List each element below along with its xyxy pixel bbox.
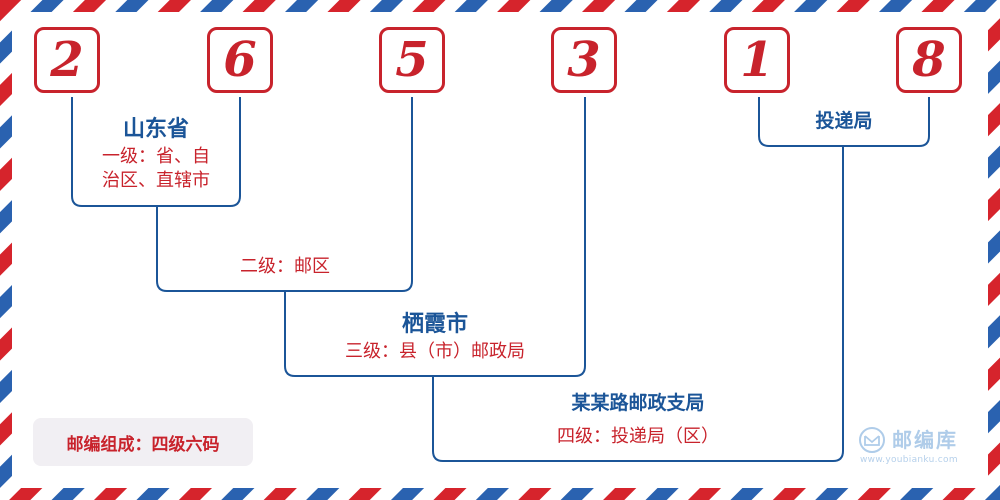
- postal-digit-3: 5: [379, 27, 445, 93]
- postal-digit-5: 1: [724, 27, 790, 93]
- level-3-desc: 三级：县（市）邮政局: [345, 341, 525, 362]
- level-4-desc: 四级：投递局（区）: [557, 426, 719, 447]
- postal-digit-2: 6: [207, 27, 273, 93]
- watermark-url: www.youbianku.com: [860, 455, 958, 465]
- delivery-office-name: 投递局: [815, 110, 873, 132]
- postal-digit-1: 2: [34, 27, 100, 93]
- county-name: 栖霞市: [401, 311, 468, 337]
- summary-badge: 邮编组成：四级六码: [33, 418, 253, 466]
- branch-office-name: 某某路邮政支局: [571, 392, 705, 414]
- level-1-desc-line-1: 一级：省、自: [102, 146, 210, 167]
- province-name: 山东省: [122, 116, 189, 142]
- envelope-icon: [859, 427, 885, 453]
- level-1-desc-line-2: 治区、直辖市: [102, 170, 210, 191]
- level-2-desc: 二级：邮区: [240, 256, 330, 277]
- watermark-name: 邮编库: [892, 428, 958, 452]
- bracket-office: [758, 97, 930, 147]
- watermark: 邮编库 www.youbianku.com: [858, 424, 983, 469]
- bracket-level-3: [284, 97, 586, 377]
- bracket-level-4: [432, 146, 844, 462]
- postal-digit-4: 3: [551, 27, 617, 93]
- postal-digit-6: 8: [896, 27, 962, 93]
